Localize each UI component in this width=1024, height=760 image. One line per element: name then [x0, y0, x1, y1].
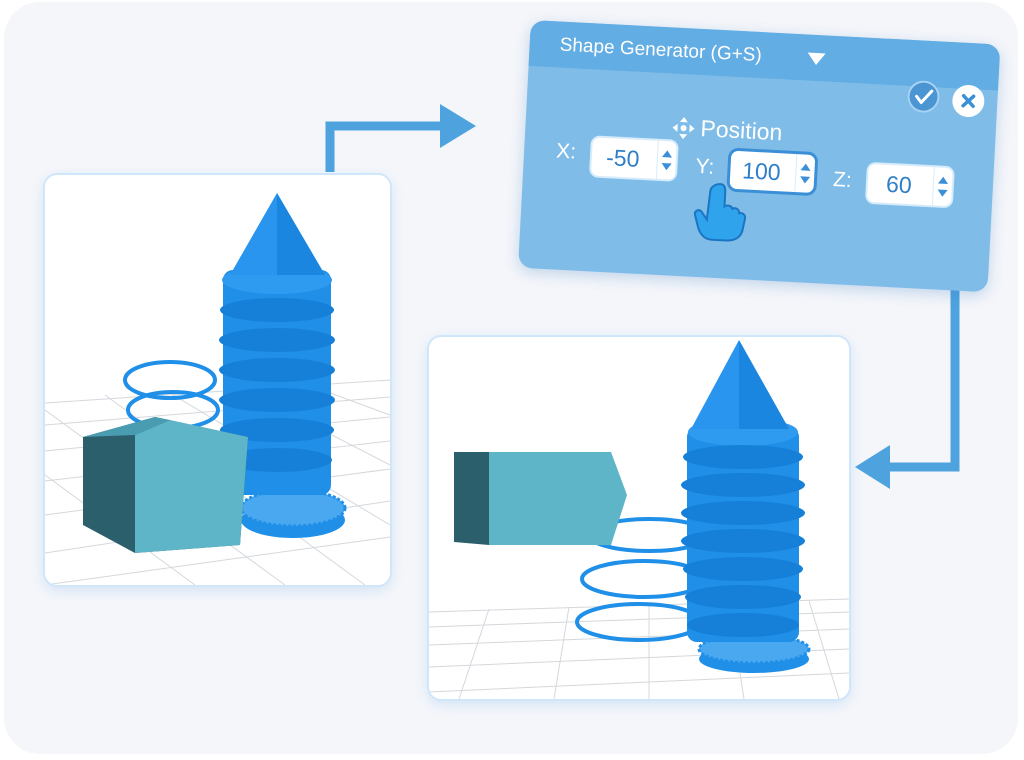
position-section-title: Position [699, 115, 783, 146]
z-stepper[interactable] [931, 167, 953, 207]
decrement-arrow-icon[interactable] [799, 176, 811, 184]
scene-before [45, 193, 390, 585]
panel-title: Shape Generator (G+S) [559, 34, 763, 67]
viewport-after[interactable] [429, 337, 849, 699]
x-stepper[interactable] [655, 140, 677, 180]
z-position-input[interactable]: 60 [866, 163, 953, 207]
flow-arrow-icon [325, 104, 476, 172]
screw-model [219, 193, 335, 495]
confirm-button[interactable] [906, 79, 941, 114]
increment-arrow-icon[interactable] [662, 150, 673, 158]
increment-arrow-icon[interactable] [800, 163, 811, 171]
close-button[interactable] [951, 84, 986, 118]
viewport-before[interactable] [45, 175, 390, 585]
x-position-input[interactable]: -50 [590, 137, 677, 180]
increment-arrow-icon[interactable] [937, 176, 949, 185]
flow-arrow-icon [855, 262, 960, 489]
close-x-icon [961, 93, 976, 109]
checkmark-icon [915, 89, 934, 105]
shape-generator-panel: Shape Generator (G+S) Position X: -50 Y:… [518, 20, 1001, 293]
pentagon-prism-model [83, 417, 248, 553]
x-label: X: [555, 139, 577, 164]
move-arrows-icon [672, 117, 695, 140]
gear-model [239, 488, 347, 538]
pointing-hand-icon [693, 183, 747, 242]
z-position-value: 60 [885, 170, 913, 199]
pentagon-prism-model [454, 452, 627, 545]
y-label: Y: [694, 154, 715, 179]
y-stepper[interactable] [794, 154, 816, 194]
decrement-arrow-icon[interactable] [937, 189, 948, 198]
screw-model [681, 340, 805, 642]
z-label: Z: [832, 168, 853, 192]
x-position-value: -50 [605, 144, 641, 172]
decrement-arrow-icon[interactable] [661, 163, 672, 171]
dropdown-triangle-icon[interactable] [807, 52, 826, 66]
scene-after [429, 340, 849, 699]
